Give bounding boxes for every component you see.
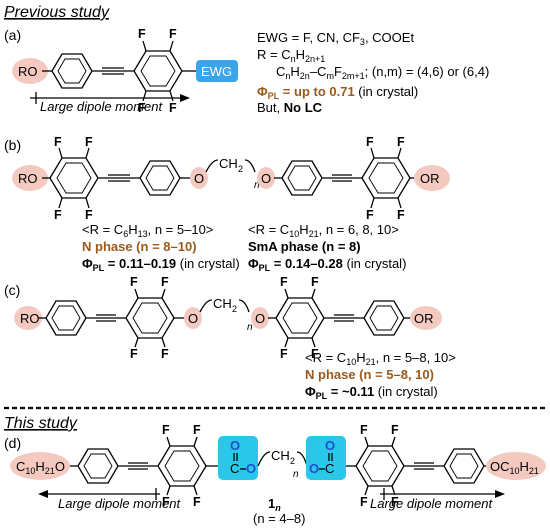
svg-text:ΦPL = ~0.11 (in crystal): ΦPL = ~0.11 (in crystal) (305, 384, 438, 401)
previous-study-heading: Previous study (4, 4, 110, 21)
svg-text:OR: OR (420, 171, 440, 186)
panel-label-a: (a) (4, 27, 21, 43)
ewg-label: EWG (201, 64, 232, 79)
svg-text:R = CnH2n+1: R = CnH2n+1 (257, 47, 325, 64)
svg-text:2: 2 (232, 304, 237, 314)
svg-text:C: C (230, 461, 239, 476)
svg-text:O: O (194, 171, 204, 186)
svg-text:<R = C10H21, n = 5–8, 10>: <R = C10H21, n = 5–8, 10> (305, 350, 456, 367)
svg-text:F: F (85, 208, 93, 222)
svg-text:F: F (280, 347, 288, 361)
svg-text:CH: CH (213, 296, 232, 311)
alkoxy-highlight (12, 58, 48, 84)
svg-text:F: F (366, 135, 374, 149)
svg-text:F: F (391, 423, 399, 437)
dipole-label-a: Large dipole moment (40, 99, 164, 114)
svg-text:n: n (247, 322, 253, 333)
svg-text:F: F (161, 275, 169, 289)
compound-label: 1n (268, 496, 281, 513)
ester-highlight-right (306, 436, 346, 480)
svg-text:RO: RO (18, 171, 38, 186)
svg-text:F: F (130, 275, 138, 289)
svg-text:n: n (254, 180, 260, 191)
svg-text:C10H21O: C10H21O (16, 459, 65, 476)
phi-a: ΦPL = up to 0.71 (in crystal) (257, 84, 418, 101)
svg-text:O: O (325, 438, 335, 453)
svg-text:F: F (360, 423, 368, 437)
svg-text:O: O (255, 311, 265, 326)
panel-c-notes: <R = C10H21, n = 5–8, 10> N phase (n = 5… (305, 350, 456, 401)
svg-text:2: 2 (238, 164, 243, 174)
svg-text:<R = C6H13, n = 5–10>: <R = C6H13, n = 5–10> (82, 222, 213, 239)
svg-text:F: F (311, 347, 319, 361)
svg-text:O: O (188, 311, 198, 326)
svg-text:F: F (397, 208, 405, 222)
svg-text:F: F (280, 275, 288, 289)
n-phase-c: N phase (n = 5–8, 10) (305, 367, 434, 382)
svg-text:O: O (261, 171, 271, 186)
svg-text:C: C (325, 461, 334, 476)
svg-text:Large dipole moment: Large dipole moment (370, 496, 494, 511)
svg-text:ΦPL = 0.11–0.19 (in crystal): ΦPL = 0.11–0.19 (in crystal) (82, 256, 240, 273)
svg-text:F: F (193, 495, 201, 509)
svg-text:F: F (311, 275, 319, 289)
panel-d-structure: C10H21O F F F F O C O CH 2 n O C O (10, 423, 546, 509)
svg-text:F: F (85, 135, 93, 149)
svg-text:F: F (366, 208, 374, 222)
panel-label-d: (d) (4, 435, 21, 451)
svg-text:CH: CH (219, 156, 238, 171)
panel-c-structure: RO F F F F O CH 2 n O F F F F (14, 275, 442, 361)
panel-label-c: (c) (4, 282, 20, 298)
svg-text:n: n (293, 469, 299, 480)
svg-text:F: F (161, 347, 169, 361)
svg-text:2: 2 (290, 456, 295, 466)
svg-text:CH: CH (271, 448, 290, 463)
svg-text:EWG = F, CN, CF3, COOEt: EWG = F, CN, CF3, COOEt (257, 30, 414, 47)
n-phase-b: N phase (n = 8–10) (82, 239, 197, 254)
svg-text:Large dipole moment: Large dipole moment (58, 496, 182, 511)
svg-text:CnH2n–CmF2m+1; (n,m) = (4,6) o: CnH2n–CmF2m+1; (n,m) = (4,6) or (6,4) (276, 64, 489, 81)
panel-d-dipoles: Large dipole moment Large dipole moment (38, 488, 505, 511)
svg-text:F: F (169, 101, 177, 115)
svg-text:OR: OR (414, 311, 434, 326)
svg-text:F: F (138, 27, 146, 41)
svg-text:F: F (391, 495, 399, 509)
svg-text:F: F (193, 423, 201, 437)
sma-phase-b: SmA phase (n = 8) (248, 239, 361, 254)
svg-text:OC10H21: OC10H21 (490, 459, 539, 476)
svg-text:F: F (54, 208, 62, 222)
svg-text:<R = C10H21, n = 6, 8, 10>: <R = C10H21, n = 6, 8, 10> (248, 222, 399, 239)
svg-text:F: F (138, 101, 146, 115)
ewg-box (196, 60, 238, 82)
panel-b-structure: RO F F F F O CH 2 n O F F F F (12, 135, 450, 222)
svg-text:F: F (162, 495, 170, 509)
svg-text:F: F (54, 135, 62, 149)
svg-text:ΦPL = 0.14–0.28 (in crystal): ΦPL = 0.14–0.28 (in crystal) (248, 256, 406, 273)
svg-text:F: F (397, 135, 405, 149)
panel-b-notes: <R = C6H13, n = 5–10> N phase (n = 8–10)… (82, 222, 406, 273)
svg-text:O: O (246, 461, 256, 476)
svg-text:F: F (130, 347, 138, 361)
panel-a-notes: EWG = F, CN, CF3, COOEt R = CnH2n+1 CnH2… (257, 30, 489, 115)
svg-text:F: F (360, 495, 368, 509)
this-study-heading: This study (4, 415, 78, 432)
svg-text:O: O (230, 438, 240, 453)
svg-text:F: F (162, 423, 170, 437)
panel-a-structure: RO F F F F EWG Large dipole moment (12, 27, 238, 115)
svg-text:RO: RO (20, 311, 40, 326)
no-lc-note: But, No LC (257, 100, 323, 115)
svg-text:F: F (169, 27, 177, 41)
ro-group: RO (18, 64, 38, 79)
ester-highlight-left (218, 436, 258, 480)
compound-range: (n = 4–8) (253, 511, 305, 526)
panel-label-b: (b) (4, 137, 21, 153)
svg-text:O: O (309, 461, 319, 476)
